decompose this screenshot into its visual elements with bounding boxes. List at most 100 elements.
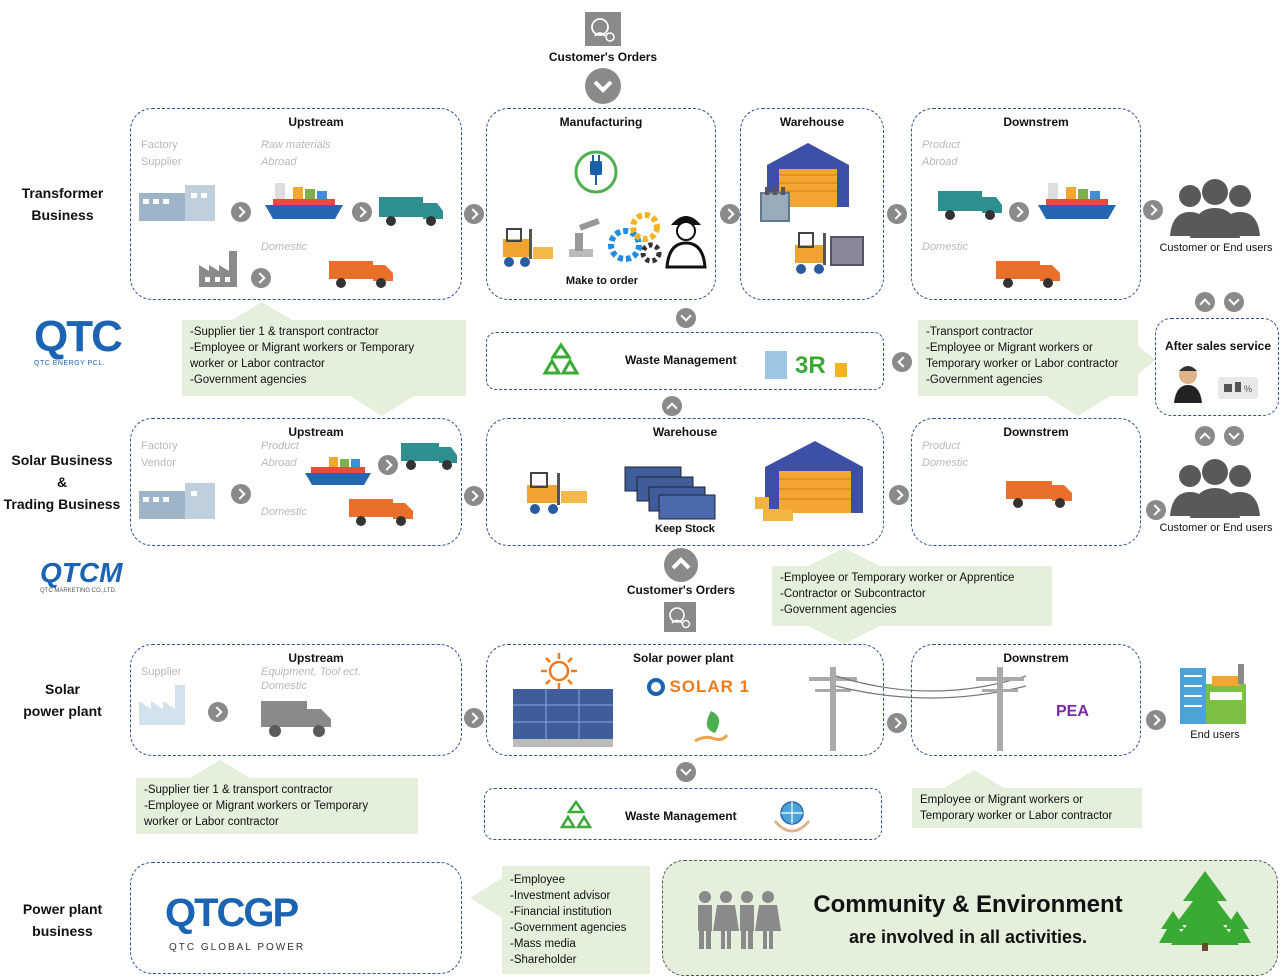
solar-power-plant-title: Solar power plant: [633, 651, 734, 665]
community-subtitle: are involved in all activities.: [848, 927, 1088, 947]
flow-arrow: [251, 268, 271, 288]
flow-arrow: [464, 204, 484, 224]
up-arrow: [1195, 426, 1215, 446]
plant-upstream-box: Upstream Supplier Equipment, Tool ect. D…: [130, 644, 462, 756]
trees-icon: [1159, 871, 1251, 951]
customer-group-icon: [1170, 459, 1260, 518]
down-arrow: [1224, 426, 1244, 446]
customer-orders-icon: [664, 602, 696, 632]
forklift-transformer-icon: [791, 229, 873, 277]
truck-teal-icon: [401, 441, 459, 471]
note-pointer-down: [350, 396, 414, 416]
abroad-text: Abroad: [261, 457, 297, 469]
down-arrow: [676, 762, 696, 782]
note-pointer-left: [470, 878, 502, 918]
customer-group-icon: [1170, 179, 1260, 238]
row-label-solar-trading: Solar Business & Trading Business: [3, 452, 121, 512]
globe-hands-icon: [773, 797, 811, 833]
qtcm-logo: QTCM QTC MARKETING CO.,LTD.: [40, 557, 123, 595]
solar-downstream-box: Downstrem Product Domestic: [911, 418, 1141, 546]
plant-downstream-box: Downstrem PEA: [911, 644, 1141, 756]
orders-up-arrow: [664, 548, 698, 582]
abroad-text: Abroad: [922, 156, 958, 168]
product-text: Product: [922, 139, 960, 151]
domestic-text: Domestic: [922, 241, 968, 253]
row-label-solar-plant: Solar power plant: [23, 681, 102, 719]
flow-arrow: [1009, 202, 1029, 222]
transformer-upstream-box: Upstream Factory Supplier Raw materials …: [130, 108, 462, 300]
transformer-device-icon: [753, 185, 797, 229]
gears-icon: [607, 209, 665, 267]
solar-upstream-box: Upstream Factory Vendor Product Abroad D…: [130, 418, 462, 546]
after-sales-service-title: After sales service: [1164, 339, 1272, 353]
manufacturing-title: Manufacturing: [559, 115, 643, 129]
after-sales-service-box: After sales service %: [1155, 318, 1279, 416]
down-arrow: [1224, 292, 1244, 312]
flow-arrow: [208, 702, 228, 722]
cargo-ship-icon: [1036, 179, 1118, 221]
left-arrow: [892, 352, 912, 372]
truck-teal-icon: [938, 189, 1004, 221]
recycle-icon: [541, 341, 581, 381]
engineer-icon: [665, 209, 707, 269]
flow-arrow: [720, 204, 740, 224]
flow-arrow: [1146, 500, 1166, 520]
flow-arrow: [231, 202, 251, 222]
flow-arrow: [464, 708, 484, 728]
solar-panel-array-icon: [513, 689, 613, 747]
cargo-ship-icon: [263, 179, 345, 221]
factory-text: Factory: [141, 440, 178, 452]
pea-label: PEA: [1056, 703, 1089, 720]
supplier-text: Supplier: [141, 666, 182, 678]
transformer-warehouse-title: Warehouse: [779, 115, 845, 129]
orders-down-arrow: [585, 68, 621, 104]
note-pointer-up: [944, 770, 1004, 788]
solar-panels-stack-icon: [624, 466, 717, 520]
qtcgp-logo: QTCGP QTC GLOBAL POWER: [165, 891, 306, 953]
truck-orange-icon: [329, 259, 395, 289]
customer-end-users-label: Customer or End users: [1159, 522, 1273, 534]
customer-orders-icon: [585, 12, 621, 46]
truck-orange-icon: [996, 259, 1062, 289]
robot-arm-icon: [565, 218, 605, 259]
make-to-order-label: Make to order: [565, 275, 639, 287]
flow-arrow: [352, 202, 372, 222]
factory-building-icon: [139, 179, 219, 221]
service-agent-icon: [1172, 363, 1204, 403]
waste-management-label: Waste Management: [625, 809, 737, 823]
power-pole-icon: [972, 667, 1028, 751]
solar-warehouse-box: Warehouse Keep Stock: [486, 418, 884, 546]
delivery-truck-icon: [261, 699, 333, 737]
factory-text: Factory: [141, 139, 178, 151]
factory-building-icon: [139, 477, 219, 519]
waste-management-box: Waste Management 3R: [486, 332, 884, 390]
plant-leaf-icon: [693, 707, 729, 747]
solar-power-plant-box: Solar power plant SOLAR 1: [486, 644, 884, 756]
equipment-text: Equipment, Tool ect.: [261, 666, 361, 678]
note-pointer-up: [232, 302, 292, 320]
row-label-transformer: Transformer Business: [21, 185, 104, 223]
transformer-warehouse-box: Warehouse: [740, 108, 884, 300]
flow-arrow: [887, 713, 907, 733]
note-pointer-up: [190, 760, 250, 778]
domestic-text: Domestic: [261, 506, 307, 518]
svg-text:3R: 3R: [795, 352, 826, 379]
flow-arrow: [887, 204, 907, 224]
product-text: Product: [922, 440, 960, 452]
recycle-icon: [559, 799, 593, 833]
up-arrow: [662, 396, 682, 416]
forklift-icon: [499, 225, 557, 269]
qtc-logo: QTC QTC ENERGY PCL.: [34, 312, 123, 368]
service-tools-icon: %: [1218, 377, 1258, 399]
community-title: Community & Environment: [813, 891, 1123, 918]
manufacturing-box: Manufacturing Make to order: [486, 108, 716, 300]
waste-management-label: Waste Management: [625, 353, 737, 367]
customer-end-users-label: Customer or End users: [1159, 242, 1273, 254]
down-arrow: [676, 308, 696, 328]
note-pointer-down: [808, 626, 880, 644]
domestic-text: Domestic: [922, 457, 968, 469]
plant-upstream-title: Upstream: [288, 651, 344, 665]
raw-materials-text: Raw materials: [261, 139, 331, 151]
note-pointer-up: [808, 548, 880, 566]
flow-arrow: [378, 455, 398, 475]
